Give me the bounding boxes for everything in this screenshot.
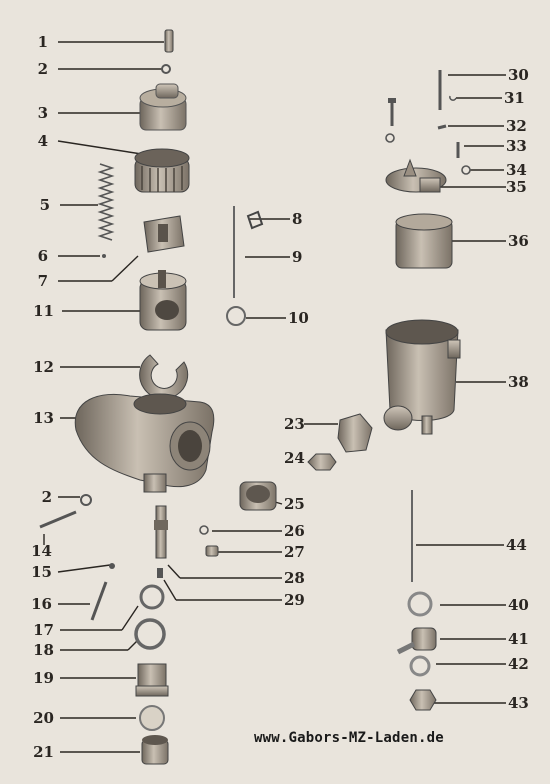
label-7: 7 — [37, 272, 48, 290]
label-16: 16 — [31, 595, 52, 613]
label-29: 29 — [284, 591, 305, 609]
label-10: 10 — [288, 309, 309, 327]
part-18-gasket — [134, 618, 166, 650]
part-24-hex-nut — [307, 453, 337, 471]
part-31-clip — [449, 95, 457, 101]
part-43-nut — [409, 689, 437, 711]
label-18: 18 — [33, 641, 54, 659]
label-17: 17 — [33, 621, 54, 639]
label-23: 23 — [284, 415, 305, 433]
part-2-washer-lower — [80, 494, 92, 506]
label-9: 9 — [292, 248, 303, 266]
label-1: 1 — [37, 33, 48, 51]
label-5: 5 — [39, 196, 50, 214]
part-19-jet-holder — [135, 663, 169, 697]
part-35-float-bowl-lid — [385, 158, 447, 193]
label-21: 21 — [33, 743, 54, 761]
part-1-screw — [164, 29, 174, 53]
part-40-gasket — [407, 591, 433, 617]
label-34: 34 — [506, 161, 527, 179]
part-14-screw — [39, 510, 77, 529]
part-25-banjo — [239, 481, 277, 511]
part-32-screw — [437, 124, 447, 130]
part-29-main-jet — [157, 568, 163, 578]
label-2-lower: 2 — [41, 488, 52, 506]
label-41: 41 — [508, 630, 529, 648]
label-3: 3 — [37, 104, 48, 122]
label-38: 38 — [508, 373, 529, 391]
label-24: 24 — [284, 449, 305, 467]
part-13-carburettor-body — [74, 393, 215, 493]
part-3-cap — [139, 83, 187, 131]
part-38-float-bowl — [383, 319, 461, 435]
label-42: 42 — [508, 655, 529, 673]
label-4: 4 — [37, 132, 48, 150]
label-28: 28 — [284, 569, 305, 587]
label-26: 26 — [284, 522, 305, 540]
part-41-fitting — [396, 627, 437, 655]
label-40: 40 — [508, 596, 529, 614]
part-17-gasket — [139, 584, 165, 610]
part-4-ring-nut — [134, 148, 190, 193]
label-6: 6 — [37, 247, 48, 265]
label-30: 30 — [508, 66, 529, 84]
part-21-cap-nut — [141, 735, 169, 765]
part-36-float — [395, 213, 453, 269]
label-11: 11 — [33, 302, 54, 320]
part-33-washer — [385, 133, 395, 143]
label-2: 2 — [37, 60, 48, 78]
part-28-needle-jet — [154, 505, 168, 559]
part-5-spring — [97, 163, 115, 241]
label-36: 36 — [508, 232, 529, 250]
leader-lines — [43, 41, 506, 753]
label-14: 14 — [31, 542, 52, 560]
part-34-washer — [461, 165, 471, 175]
part-7-slide — [143, 215, 185, 253]
label-15: 15 — [31, 563, 52, 581]
label-35: 35 — [506, 178, 527, 196]
part-16-needle — [90, 581, 108, 621]
label-20: 20 — [33, 709, 54, 727]
part-27-screw — [205, 545, 219, 557]
website-watermark: www.Gabors-MZ-Laden.de — [254, 730, 444, 746]
label-32: 32 — [506, 117, 527, 135]
part-42-washer — [409, 655, 431, 677]
part-6-pin — [102, 254, 106, 258]
part-20-washer — [139, 705, 165, 731]
label-12: 12 — [33, 358, 54, 376]
part-23-bracket — [337, 413, 373, 453]
label-19: 19 — [33, 669, 54, 687]
label-43: 43 — [508, 694, 529, 712]
label-27: 27 — [284, 543, 305, 561]
part-8-needle-clip — [246, 210, 264, 230]
label-25: 25 — [284, 495, 305, 513]
label-13: 13 — [33, 409, 54, 427]
label-31: 31 — [504, 89, 525, 107]
label-33: 33 — [506, 137, 527, 155]
part-26-washer — [199, 525, 209, 535]
label-8: 8 — [292, 210, 303, 228]
label-44: 44 — [506, 536, 527, 554]
part-15-ball — [109, 563, 115, 569]
part-11-piston — [139, 270, 187, 331]
part-10-o-ring — [226, 306, 246, 326]
part-12-retaining-clip — [139, 354, 189, 400]
part-2-washer — [161, 64, 171, 74]
